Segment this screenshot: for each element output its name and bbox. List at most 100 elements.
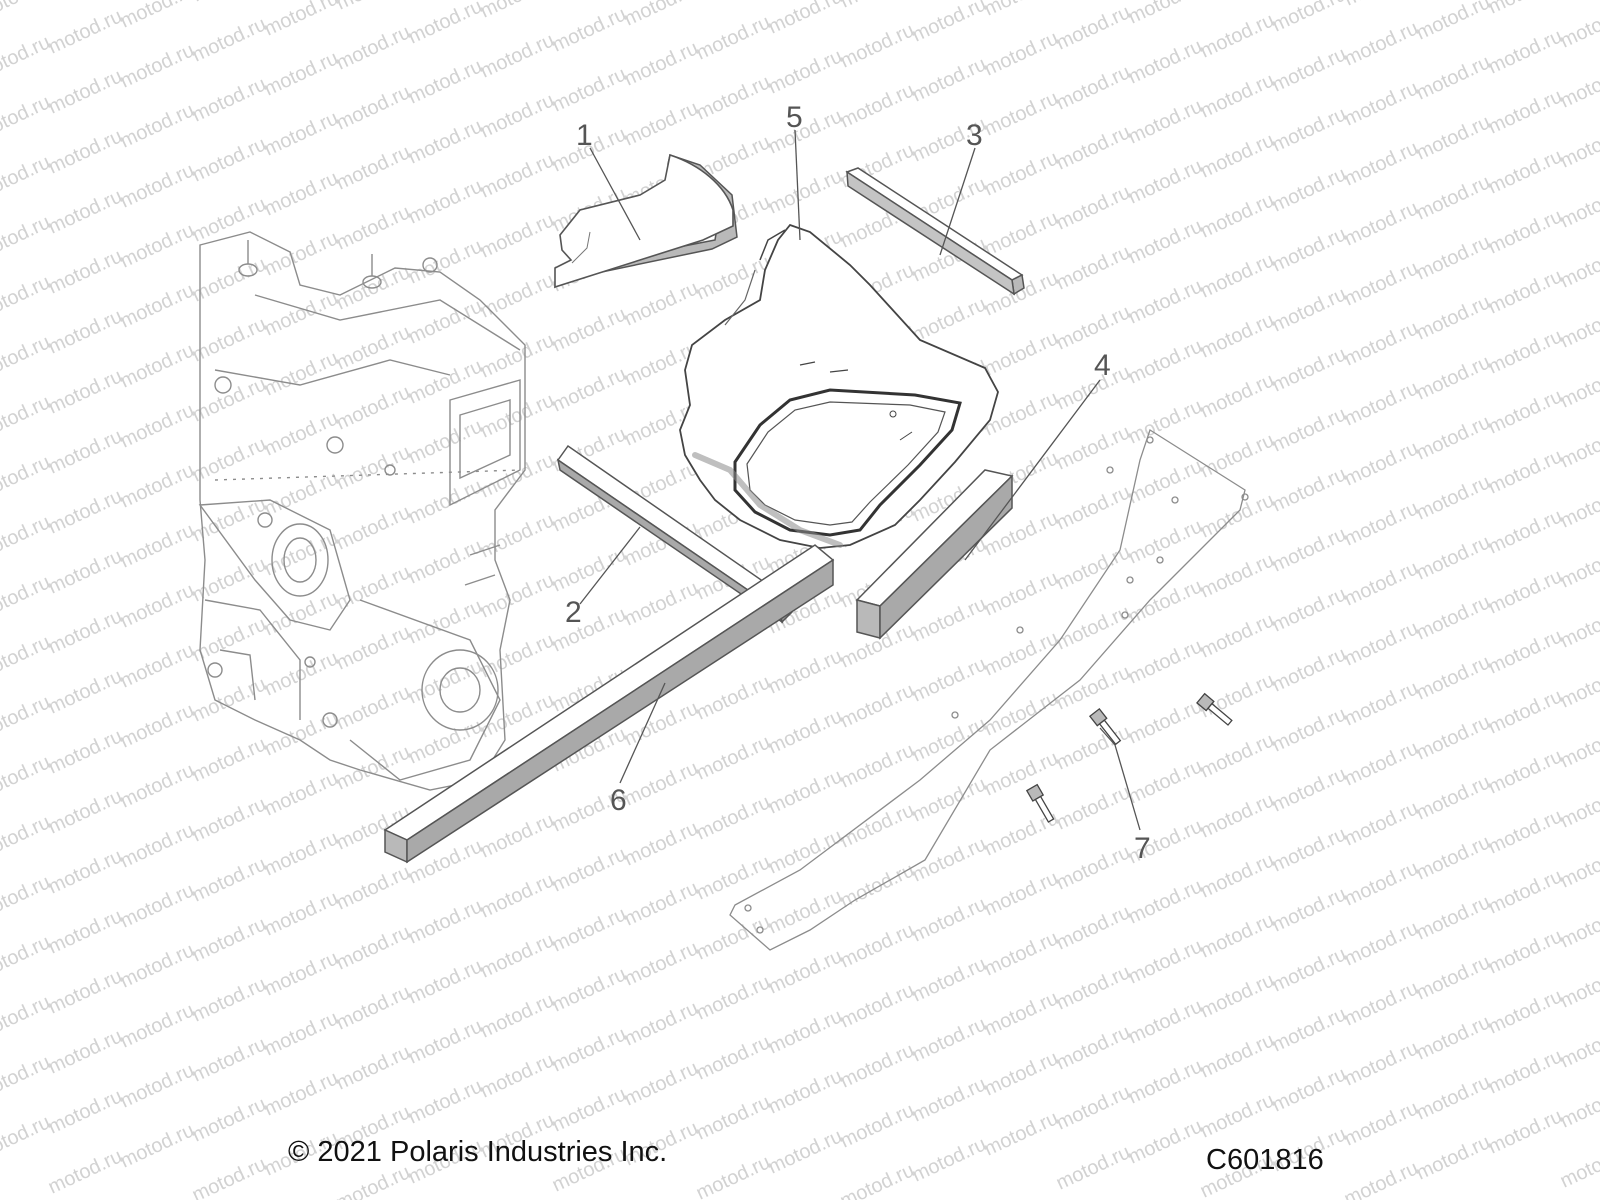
watermark-text: motod.ru bbox=[693, 1031, 774, 1084]
watermark-text: motod.ru bbox=[405, 1075, 486, 1128]
watermark-text: motod.ru bbox=[477, 389, 558, 442]
watermark-text: motod.ru bbox=[1485, 985, 1566, 1038]
watermark-text: motod.ru bbox=[1485, 505, 1566, 558]
watermark-text: motod.ru bbox=[477, 149, 558, 202]
part-7-rivets bbox=[1025, 692, 1233, 823]
watermark-text: motod.ru bbox=[1341, 557, 1422, 610]
watermark-text: motod.ru bbox=[405, 175, 486, 228]
watermark-text: motod.ru bbox=[1485, 685, 1566, 738]
watermark-text: motod.ru bbox=[765, 645, 846, 698]
watermark-text: motod.ru bbox=[909, 1133, 990, 1186]
watermark-text: motod.ru bbox=[117, 219, 198, 272]
watermark-text: motod.ru bbox=[261, 0, 342, 41]
watermark-text: motod.ru bbox=[1341, 977, 1422, 1030]
watermark-text: motod.ru bbox=[117, 939, 198, 992]
watermark-text: motod.ru bbox=[189, 1033, 270, 1086]
watermark-text: motod.ru bbox=[261, 407, 342, 460]
watermark-text: motod.ru bbox=[1485, 145, 1566, 198]
watermark-text: motod.ru bbox=[1269, 0, 1350, 37]
watermark-text: motod.ru bbox=[1485, 865, 1566, 918]
watermark-text: motod.ru bbox=[1125, 875, 1206, 928]
watermark-text: motod.ru bbox=[1485, 265, 1566, 318]
watermark-text: motod.ru bbox=[0, 811, 54, 864]
part-6-foam-bar bbox=[383, 544, 835, 864]
watermark-text: motod.ru bbox=[1485, 445, 1566, 498]
watermark-text: motod.ru bbox=[1197, 909, 1278, 962]
part-1-foam-seal bbox=[554, 153, 738, 289]
watermark-text: motod.ru bbox=[693, 11, 774, 64]
part-5-molded-housing bbox=[679, 223, 999, 549]
leader-line-7b bbox=[1099, 727, 1116, 746]
watermark-text: motod.ru bbox=[837, 1039, 918, 1092]
watermark-text: motod.ru bbox=[981, 867, 1062, 920]
watermark-text: motod.ru bbox=[1269, 883, 1350, 936]
watermark-text: motod.ru bbox=[1125, 215, 1206, 268]
watermark-text: motod.ru bbox=[333, 1041, 414, 1094]
watermark-text: motod.ru bbox=[1413, 171, 1494, 224]
callout-labels: 1 5 3 4 2 6 7 bbox=[565, 101, 1151, 865]
watermark-text: motod.ru bbox=[1413, 651, 1494, 704]
watermark-text: motod.ru bbox=[261, 827, 342, 880]
watermark-text: motod.ru bbox=[1269, 43, 1350, 96]
watermark-text: motod.ru bbox=[765, 165, 846, 218]
watermark-text: motod.ru bbox=[981, 687, 1062, 740]
watermark-text: motod.ru bbox=[405, 895, 486, 948]
watermark-text: motod.ru bbox=[477, 269, 558, 322]
watermark-text: motod.ru bbox=[261, 587, 342, 640]
rivet-icon bbox=[1025, 783, 1055, 823]
watermark-text: motod.ru bbox=[1125, 455, 1206, 508]
watermark-text: motod.ru bbox=[1269, 943, 1350, 996]
watermark-text: motod.ru bbox=[621, 277, 702, 330]
watermark-text: motod.ru bbox=[1413, 471, 1494, 524]
watermark-text: motod.ru bbox=[1485, 565, 1566, 618]
leader-line-5 bbox=[794, 129, 801, 241]
watermark-text: motod.ru bbox=[477, 449, 558, 502]
watermark-text: motod.ru bbox=[1125, 0, 1206, 29]
watermark-text: motod.ru bbox=[765, 705, 846, 758]
watermark-text: motod.ru bbox=[189, 1093, 270, 1146]
watermark-text: motod.ru bbox=[837, 1159, 918, 1200]
watermark-text: motod.ru bbox=[477, 89, 558, 142]
watermark-text: motod.ru bbox=[909, 53, 990, 106]
watermark-text: motod.ru bbox=[981, 207, 1062, 260]
watermark-text: motod.ru bbox=[117, 519, 198, 572]
watermark-text: motod.ru bbox=[981, 927, 1062, 980]
watermark-text: motod.ru bbox=[477, 989, 558, 1042]
watermark-text: motod.ru bbox=[117, 99, 198, 152]
watermark-text: motod.ru bbox=[0, 871, 54, 924]
watermark-text: motod.ru bbox=[261, 1007, 342, 1060]
watermark-text: motod.ru bbox=[1341, 797, 1422, 850]
watermark-text: motod.ru bbox=[1197, 69, 1278, 122]
watermark-text: motod.ru bbox=[981, 987, 1062, 1040]
watermark-text: motod.ru bbox=[981, 87, 1062, 140]
watermark-text: motod.ru bbox=[189, 793, 270, 846]
watermark-text: motod.ru bbox=[333, 81, 414, 134]
watermark-text: motod.ru bbox=[837, 0, 918, 13]
watermark-text: motod.ru bbox=[0, 931, 54, 984]
watermark-text: motod.ru bbox=[333, 321, 414, 374]
watermark-text: motod.ru bbox=[0, 271, 54, 324]
watermark-text: motod.ru bbox=[1485, 85, 1566, 138]
watermark-text: motod.ru bbox=[117, 159, 198, 212]
watermark-text: motod.ru bbox=[1197, 429, 1278, 482]
watermark-text: motod.ru bbox=[189, 73, 270, 126]
watermark-text: motod.ru bbox=[1125, 695, 1206, 748]
watermark-text: motod.ru bbox=[1413, 891, 1494, 944]
watermark-text: motod.ru bbox=[549, 3, 630, 56]
watermark-text: motod.ru bbox=[1197, 489, 1278, 542]
callout-1: 1 bbox=[576, 119, 593, 152]
watermark-text: motod.ru bbox=[261, 227, 342, 280]
watermark-text: motod.ru bbox=[117, 579, 198, 632]
watermark-text: motod.ru bbox=[333, 441, 414, 494]
watermark-text: motod.ru bbox=[1269, 283, 1350, 336]
watermark-text: motod.ru bbox=[405, 715, 486, 768]
watermark-text: motod.ru bbox=[1197, 1089, 1278, 1142]
leader-line-7a bbox=[1114, 744, 1141, 831]
watermark-text: motod.ru bbox=[1197, 549, 1278, 602]
watermark-text: motod.ru bbox=[189, 853, 270, 906]
callout-5: 5 bbox=[786, 101, 803, 134]
watermark-text: motod.ru bbox=[1197, 309, 1278, 362]
watermark-text: motod.ru bbox=[45, 65, 126, 118]
watermark-text: motod.ru bbox=[1413, 711, 1494, 764]
watermark-text: motod.ru bbox=[1341, 857, 1422, 910]
